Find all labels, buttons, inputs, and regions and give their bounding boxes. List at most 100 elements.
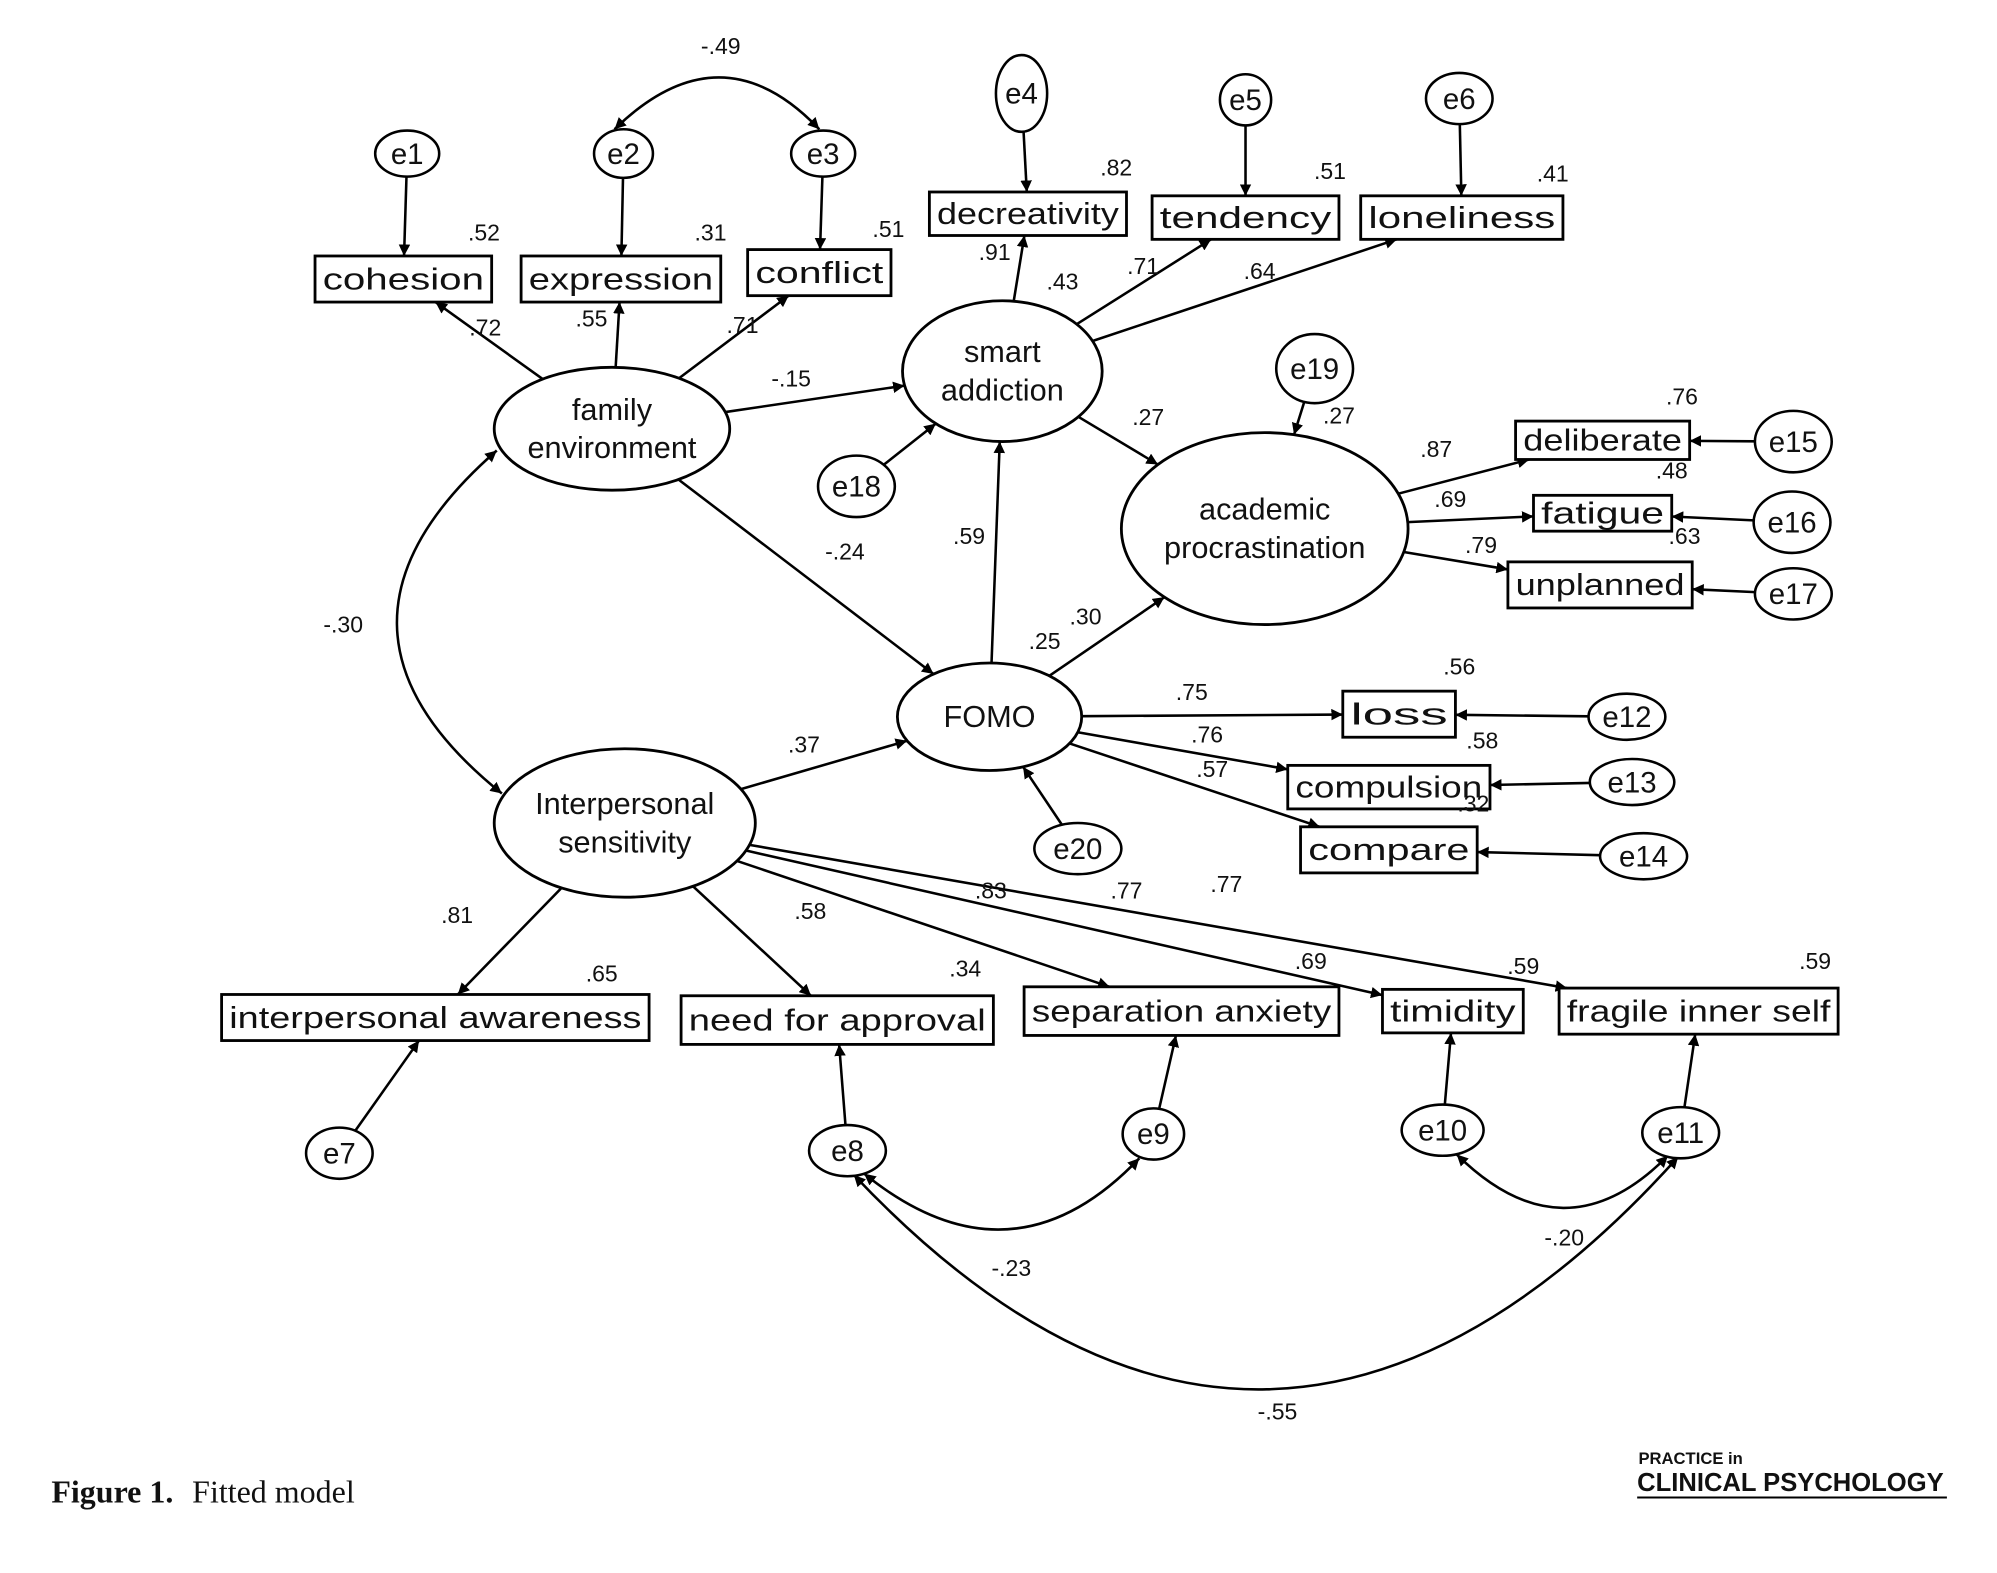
path-coefficient-fomo-smart: .59 xyxy=(953,523,985,549)
latent-fomo: FOMO xyxy=(895,661,1084,772)
error-arrow-e11 xyxy=(1683,1033,1700,1108)
error-label: e8 xyxy=(831,1135,864,1168)
error-label: e5 xyxy=(1229,84,1262,117)
error-label: e4 xyxy=(1005,78,1038,111)
indicator-need: need for approval xyxy=(679,994,995,1046)
path-coefficient-fomo-acad: .30 xyxy=(1070,604,1102,630)
indicator-label: decreativity xyxy=(937,196,1119,231)
error-arrow-e19 xyxy=(1291,401,1306,436)
indicator-label: separation anxiety xyxy=(1032,993,1332,1028)
error-label: e17 xyxy=(1769,578,1818,611)
r-squared-need: .34 xyxy=(949,956,981,982)
covariance-arc-e8-e11 xyxy=(852,1156,1680,1391)
path-coefficient-smart-tendency: .71 xyxy=(1127,253,1159,279)
error-e11: e11 xyxy=(1641,1105,1721,1160)
error-label: e6 xyxy=(1443,83,1476,116)
indicator-loneliness: loneliness xyxy=(1359,194,1565,241)
latent-label: sensitivity xyxy=(558,824,692,859)
r-squared-conflict: .51 xyxy=(872,216,904,242)
error-e18: e18 xyxy=(816,454,897,519)
error-label: e2 xyxy=(607,138,640,171)
latent-label: environment xyxy=(527,430,696,465)
r-squared-compare: .32 xyxy=(1457,790,1489,816)
error-arrow-e7 xyxy=(354,1039,421,1132)
error-arrow-e14 xyxy=(1477,846,1601,859)
path-coefficient-fam-cohesion: .72 xyxy=(469,314,501,340)
indicator-label: fragile inner self xyxy=(1567,993,1831,1028)
indicator-timidity: timidity xyxy=(1381,987,1525,1035)
indicator-ia: interpersonal awareness xyxy=(220,993,651,1042)
indicator-label: interpersonal awareness xyxy=(229,1000,641,1035)
r-squared-fatigue: .48 xyxy=(1656,458,1688,484)
figure-caption-text: Fitted model xyxy=(192,1474,355,1510)
error-label: e10 xyxy=(1418,1114,1467,1147)
latent-label: Interpersonal xyxy=(535,786,714,821)
journal-logo: PRACTICE in CLINICAL PSYCHOLOGY xyxy=(1637,1449,1947,1499)
error-e3: e3 xyxy=(789,129,857,178)
error-label: e14 xyxy=(1619,840,1668,873)
path-arrow-acad-deliberate xyxy=(1397,456,1530,495)
indicator-label: expression xyxy=(529,261,713,296)
error-e9: e9 xyxy=(1121,1107,1186,1161)
latent-label: FOMO xyxy=(943,699,1035,734)
r-squared-loss: .56 xyxy=(1443,654,1475,680)
latent-label: family xyxy=(572,392,653,427)
path-coefficient-is-sep: .83 xyxy=(975,877,1007,903)
indicator-conflict: conflict xyxy=(746,248,893,298)
path-coefficient-is-timidity: .77 xyxy=(1110,877,1142,903)
logo-line-2: CLINICAL PSYCHOLOGY xyxy=(1637,1469,1944,1497)
error-e13: e13 xyxy=(1588,757,1676,807)
error-arrow-e17 xyxy=(1692,583,1756,596)
error-label: e9 xyxy=(1137,1118,1170,1151)
logo-line-1: PRACTICE in xyxy=(1638,1449,1742,1468)
r-squared-fomo: .25 xyxy=(1029,628,1061,654)
indicator-label: timidity xyxy=(1390,993,1516,1028)
error-label: e3 xyxy=(807,138,840,171)
indicator-decreativity: decreativity xyxy=(927,190,1128,237)
r-squared-smart: .43 xyxy=(1046,268,1078,294)
path-arrow-fam-cohesion xyxy=(434,301,544,381)
indicator-fragile: fragile inner self xyxy=(1557,986,1840,1036)
path-arrow-smart-loneliness xyxy=(1092,237,1398,343)
error-label: e18 xyxy=(832,471,881,504)
r-squared-expression: .31 xyxy=(695,220,727,246)
indicator-label: cohesion xyxy=(323,261,484,296)
indicator-expression: expression xyxy=(519,254,723,304)
covariance-coefficient-e2-e3: -.49 xyxy=(701,33,741,59)
indicator-compulsion: compulsion xyxy=(1286,763,1492,811)
error-label: e13 xyxy=(1608,766,1657,799)
path-arrow-fomo-acad xyxy=(1048,596,1166,677)
error-arrow-e10 xyxy=(1443,1032,1456,1105)
path-coefficient-smart-acad: .27 xyxy=(1132,404,1164,430)
error-e20: e20 xyxy=(1033,821,1123,876)
error-e12: e12 xyxy=(1587,692,1667,742)
error-label: e1 xyxy=(391,138,424,171)
latent-label: smart xyxy=(964,334,1041,369)
r-squared-deliberate: .76 xyxy=(1666,383,1698,409)
path-arrow-smart-decreativity xyxy=(1012,235,1029,302)
error-e6: e6 xyxy=(1424,71,1494,126)
error-e7: e7 xyxy=(304,1126,374,1181)
error-e14: e14 xyxy=(1598,831,1689,881)
error-label: e16 xyxy=(1767,506,1816,539)
indicator-label: fatigue xyxy=(1541,495,1664,530)
indicator-deliberate: deliberate xyxy=(1514,419,1692,461)
path-arrow-fomo-compare xyxy=(1069,742,1321,829)
path-arrow-acad-fatigue xyxy=(1407,511,1534,524)
path-coefficient-smart-decreativity: .91 xyxy=(979,239,1011,265)
r-squared-fragile: .59 xyxy=(1799,948,1831,974)
path-arrow-fam-smart xyxy=(725,381,905,414)
path-arrow-acad-unplanned xyxy=(1403,550,1509,574)
error-arrow-e16 xyxy=(1671,511,1754,523)
covariance-arc-fam-is xyxy=(395,449,503,795)
path-coefficient-is-fomo: .37 xyxy=(788,732,820,758)
error-e19: e19 xyxy=(1274,332,1355,405)
path-arrow-smart-tendency xyxy=(1076,238,1212,326)
latent-label: procrastination xyxy=(1164,530,1365,565)
path-coefficient-fomo-loss: .75 xyxy=(1176,679,1208,705)
indicator-sep: separation anxiety xyxy=(1022,985,1341,1037)
indicator-label: compulsion xyxy=(1295,769,1482,804)
